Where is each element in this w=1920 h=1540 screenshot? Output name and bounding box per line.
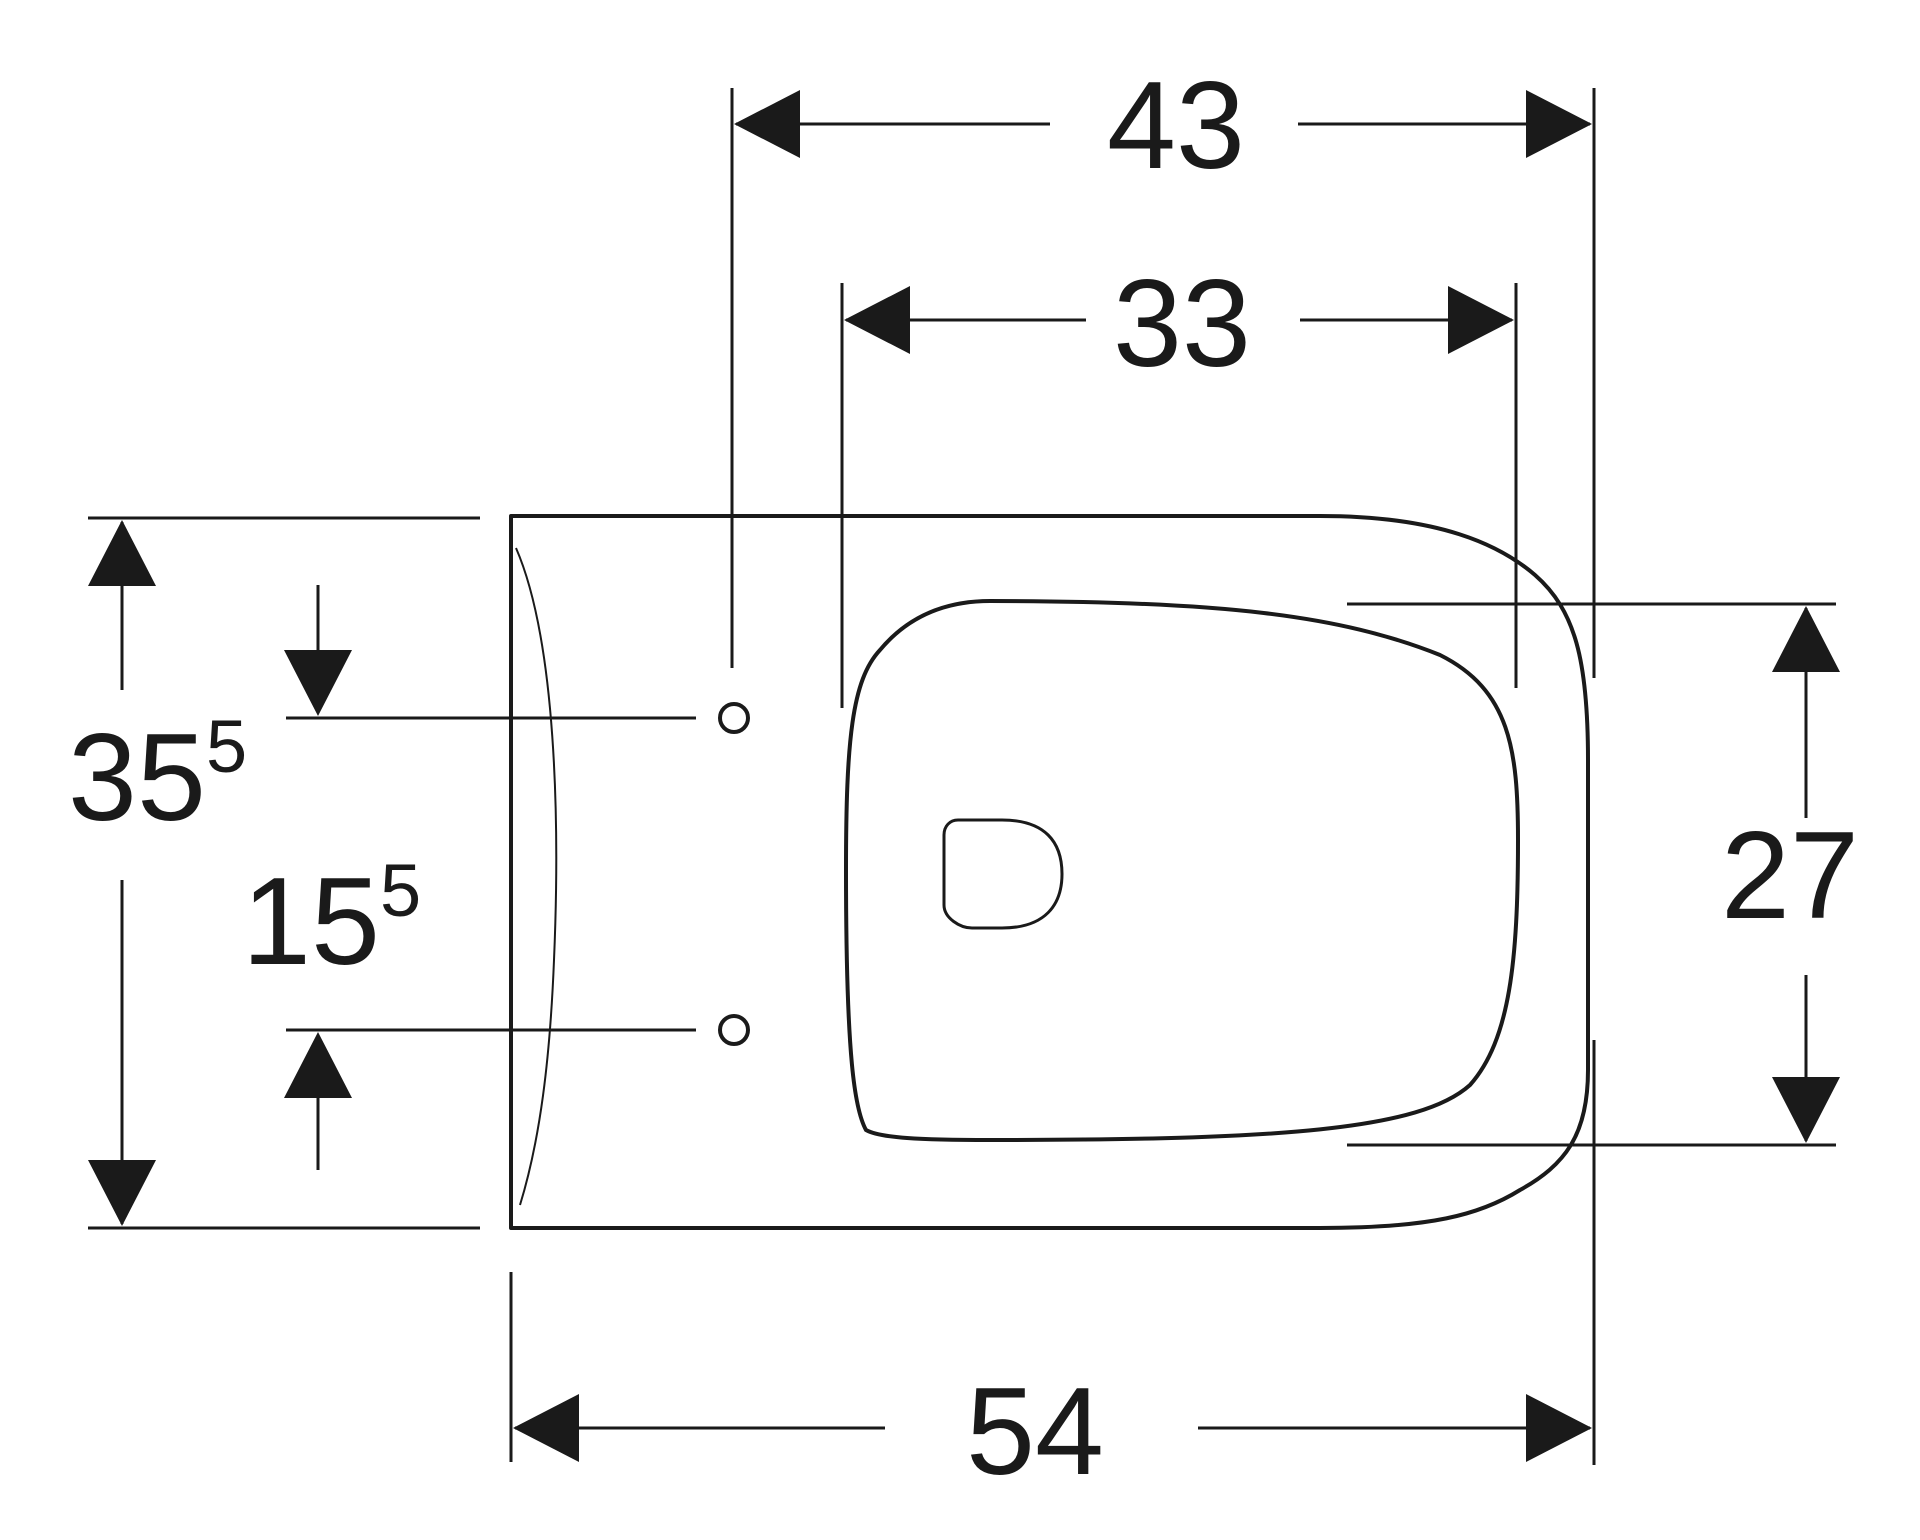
dimension-label-155: 155 bbox=[242, 849, 421, 991]
arrow-355-top bbox=[88, 520, 156, 586]
wall-side-curve bbox=[515, 547, 558, 1206]
dimension-155-sup: 5 bbox=[380, 849, 421, 932]
dimension-label-33: 33 bbox=[1113, 255, 1251, 393]
mounting-hole-top bbox=[718, 702, 750, 734]
outer-outline bbox=[509, 514, 1590, 1230]
arrow-43-left bbox=[734, 90, 800, 158]
arrow-54-left bbox=[513, 1394, 579, 1462]
dimension-355-sup: 5 bbox=[206, 705, 247, 788]
arrow-27-bottom bbox=[1772, 1077, 1840, 1143]
dimension-label-54: 54 bbox=[966, 1363, 1104, 1501]
arrow-27-top bbox=[1772, 606, 1840, 672]
arrow-43-right bbox=[1526, 90, 1592, 158]
tap-hole bbox=[942, 818, 1064, 930]
inner-bowl-outline bbox=[844, 599, 1520, 1142]
arrowheads bbox=[88, 90, 1840, 1462]
dimension-155-main: 15 bbox=[242, 853, 380, 991]
mounting-hole-bottom bbox=[718, 1014, 750, 1046]
extension-lines bbox=[88, 88, 1836, 1465]
dimension-label-355: 355 bbox=[68, 705, 247, 847]
arrow-33-left bbox=[844, 286, 910, 354]
arrow-33-right bbox=[1448, 286, 1514, 354]
dimension-lines bbox=[120, 122, 1808, 1430]
dimension-label-43: 43 bbox=[1107, 57, 1245, 195]
arrow-54-right bbox=[1526, 1394, 1592, 1462]
arrow-355-bottom bbox=[88, 1160, 156, 1226]
arrow-155-down bbox=[284, 650, 352, 716]
dimension-355-main: 35 bbox=[68, 709, 206, 847]
arrow-155-up bbox=[284, 1032, 352, 1098]
dimension-label-27: 27 bbox=[1721, 807, 1859, 945]
